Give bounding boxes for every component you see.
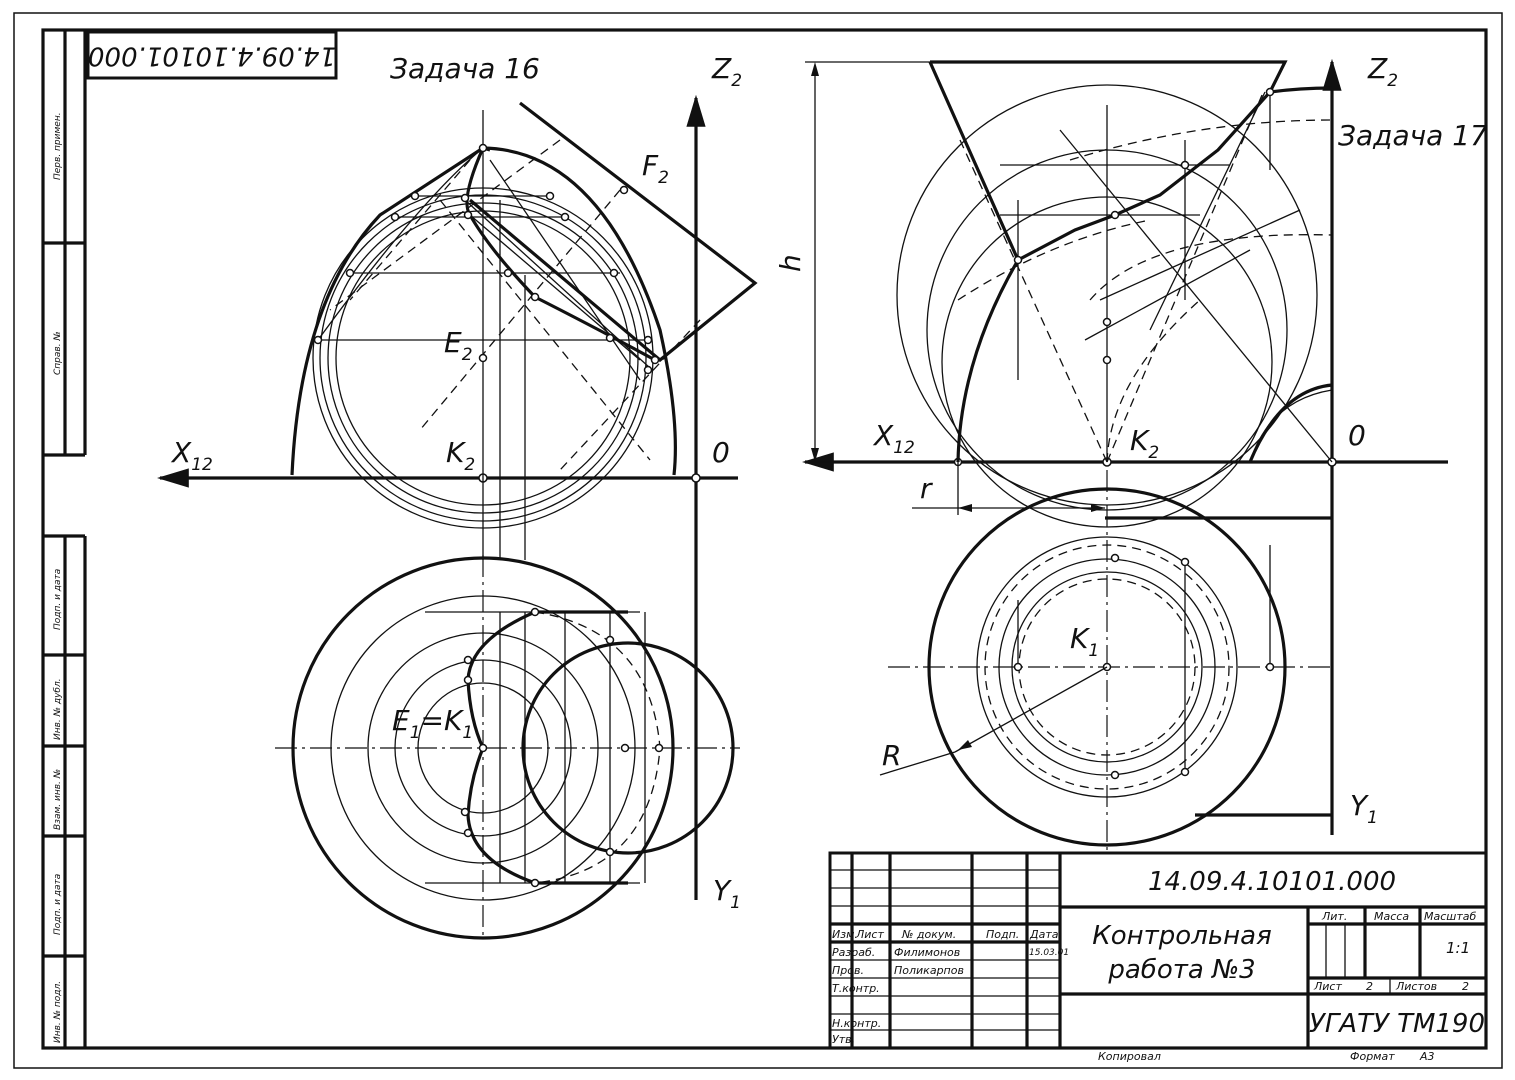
- task16-origin-label: 0: [712, 436, 730, 469]
- tb-header-ndokum: № докум.: [901, 928, 956, 941]
- tb-role-4: Н.контр.: [832, 1017, 881, 1030]
- task16-z2-label: Z2: [711, 52, 742, 91]
- tb-scale-value: 1:1: [1446, 939, 1470, 957]
- task16-k2-label: K2: [446, 436, 475, 475]
- footer-copied: Копировал: [1098, 1050, 1161, 1063]
- task17-h-label: h: [774, 254, 807, 272]
- task16-drawing: Задача 16: [156, 52, 758, 940]
- task17-x12-label: X12: [872, 419, 915, 458]
- tb-role-2: Т.контр.: [832, 982, 880, 995]
- footer-format-value: А3: [1419, 1050, 1435, 1063]
- tb-mass-label: Масса: [1374, 910, 1409, 923]
- task17-y1-label: Y1: [1350, 789, 1378, 828]
- tb-name-0: Филимонов: [894, 946, 960, 959]
- task16-f2-label: F2: [642, 149, 669, 188]
- margin-label-5: Взам. инв. №: [53, 769, 63, 830]
- margin-label-6: Подп. и дата: [53, 874, 63, 935]
- tb-header-izm: Изм.: [832, 928, 858, 941]
- tb-name-1: Поликарпов: [894, 964, 964, 977]
- task17-title: Задача 17: [1338, 119, 1488, 152]
- code-stamp-text: 14.09.4.10101.000: [88, 41, 336, 71]
- margin-label-4: Инв. № дубл.: [53, 678, 63, 740]
- task17-k2-label: K2: [1130, 424, 1159, 463]
- tb-header-data: Дата: [1029, 928, 1059, 941]
- outer-trim-frame: [13, 12, 1503, 1069]
- task16-y1-label: Y1: [713, 874, 741, 913]
- tb-header-podp: Подп.: [986, 928, 1019, 941]
- tb-title-line1: Контрольная: [1092, 921, 1271, 951]
- left-margin-strips: Перв. примен. Справ. № Подп. и дата Инв.…: [43, 30, 87, 1048]
- tb-organization: УГАТУ ТМ190: [1309, 1009, 1485, 1039]
- tb-designation: 14.09.4.10101.000: [1148, 867, 1396, 897]
- inner-drawing-frame: [41, 28, 1488, 1050]
- task17-origin-label: 0: [1348, 419, 1366, 452]
- task17-R-label: R: [882, 739, 901, 772]
- tb-sheets-label: Листов: [1395, 980, 1437, 993]
- code-stamp: 14.09.4.10101.000: [86, 30, 338, 80]
- title-block: Изм. Лист № докум. Подп. Дата Разраб. Фи…: [828, 851, 1488, 1050]
- task16-e1k1-label: E1=K1: [392, 704, 473, 743]
- task16-e2-label: E2: [444, 326, 473, 365]
- tb-role-0: Разраб.: [832, 946, 875, 959]
- tb-sheet-label: Лист: [1313, 980, 1342, 993]
- task16-title: Задача 16: [390, 52, 540, 85]
- tb-title-line2: работа №3: [1107, 955, 1255, 985]
- margin-label-2: Справ. №: [53, 331, 63, 375]
- tb-sheets-value: 2: [1462, 980, 1469, 993]
- tb-lit-label: Лит.: [1321, 910, 1347, 923]
- footer-format-label: Формат: [1350, 1050, 1395, 1063]
- margin-label-7: Инв. № подл.: [53, 981, 63, 1043]
- task17-z2-label: Z2: [1367, 52, 1398, 91]
- tb-scale-label: Масштаб: [1424, 910, 1476, 923]
- margin-label-3: Подп. и дата: [53, 569, 63, 630]
- tb-header-list: Лист: [855, 928, 884, 941]
- tb-date-0: 15.03.01: [1029, 948, 1069, 958]
- tb-sheet-value: 2: [1366, 980, 1373, 993]
- task17-drawing: Задача 17 h: [774, 52, 1488, 850]
- tb-role-5: Утв.: [832, 1033, 855, 1046]
- task17-k1-label: K1: [1070, 622, 1099, 661]
- tb-role-1: Пров.: [832, 964, 864, 977]
- task17-r-label: r: [920, 472, 933, 505]
- margin-label-1: Перв. примен.: [53, 112, 63, 180]
- task16-x12-label: X12: [170, 436, 213, 475]
